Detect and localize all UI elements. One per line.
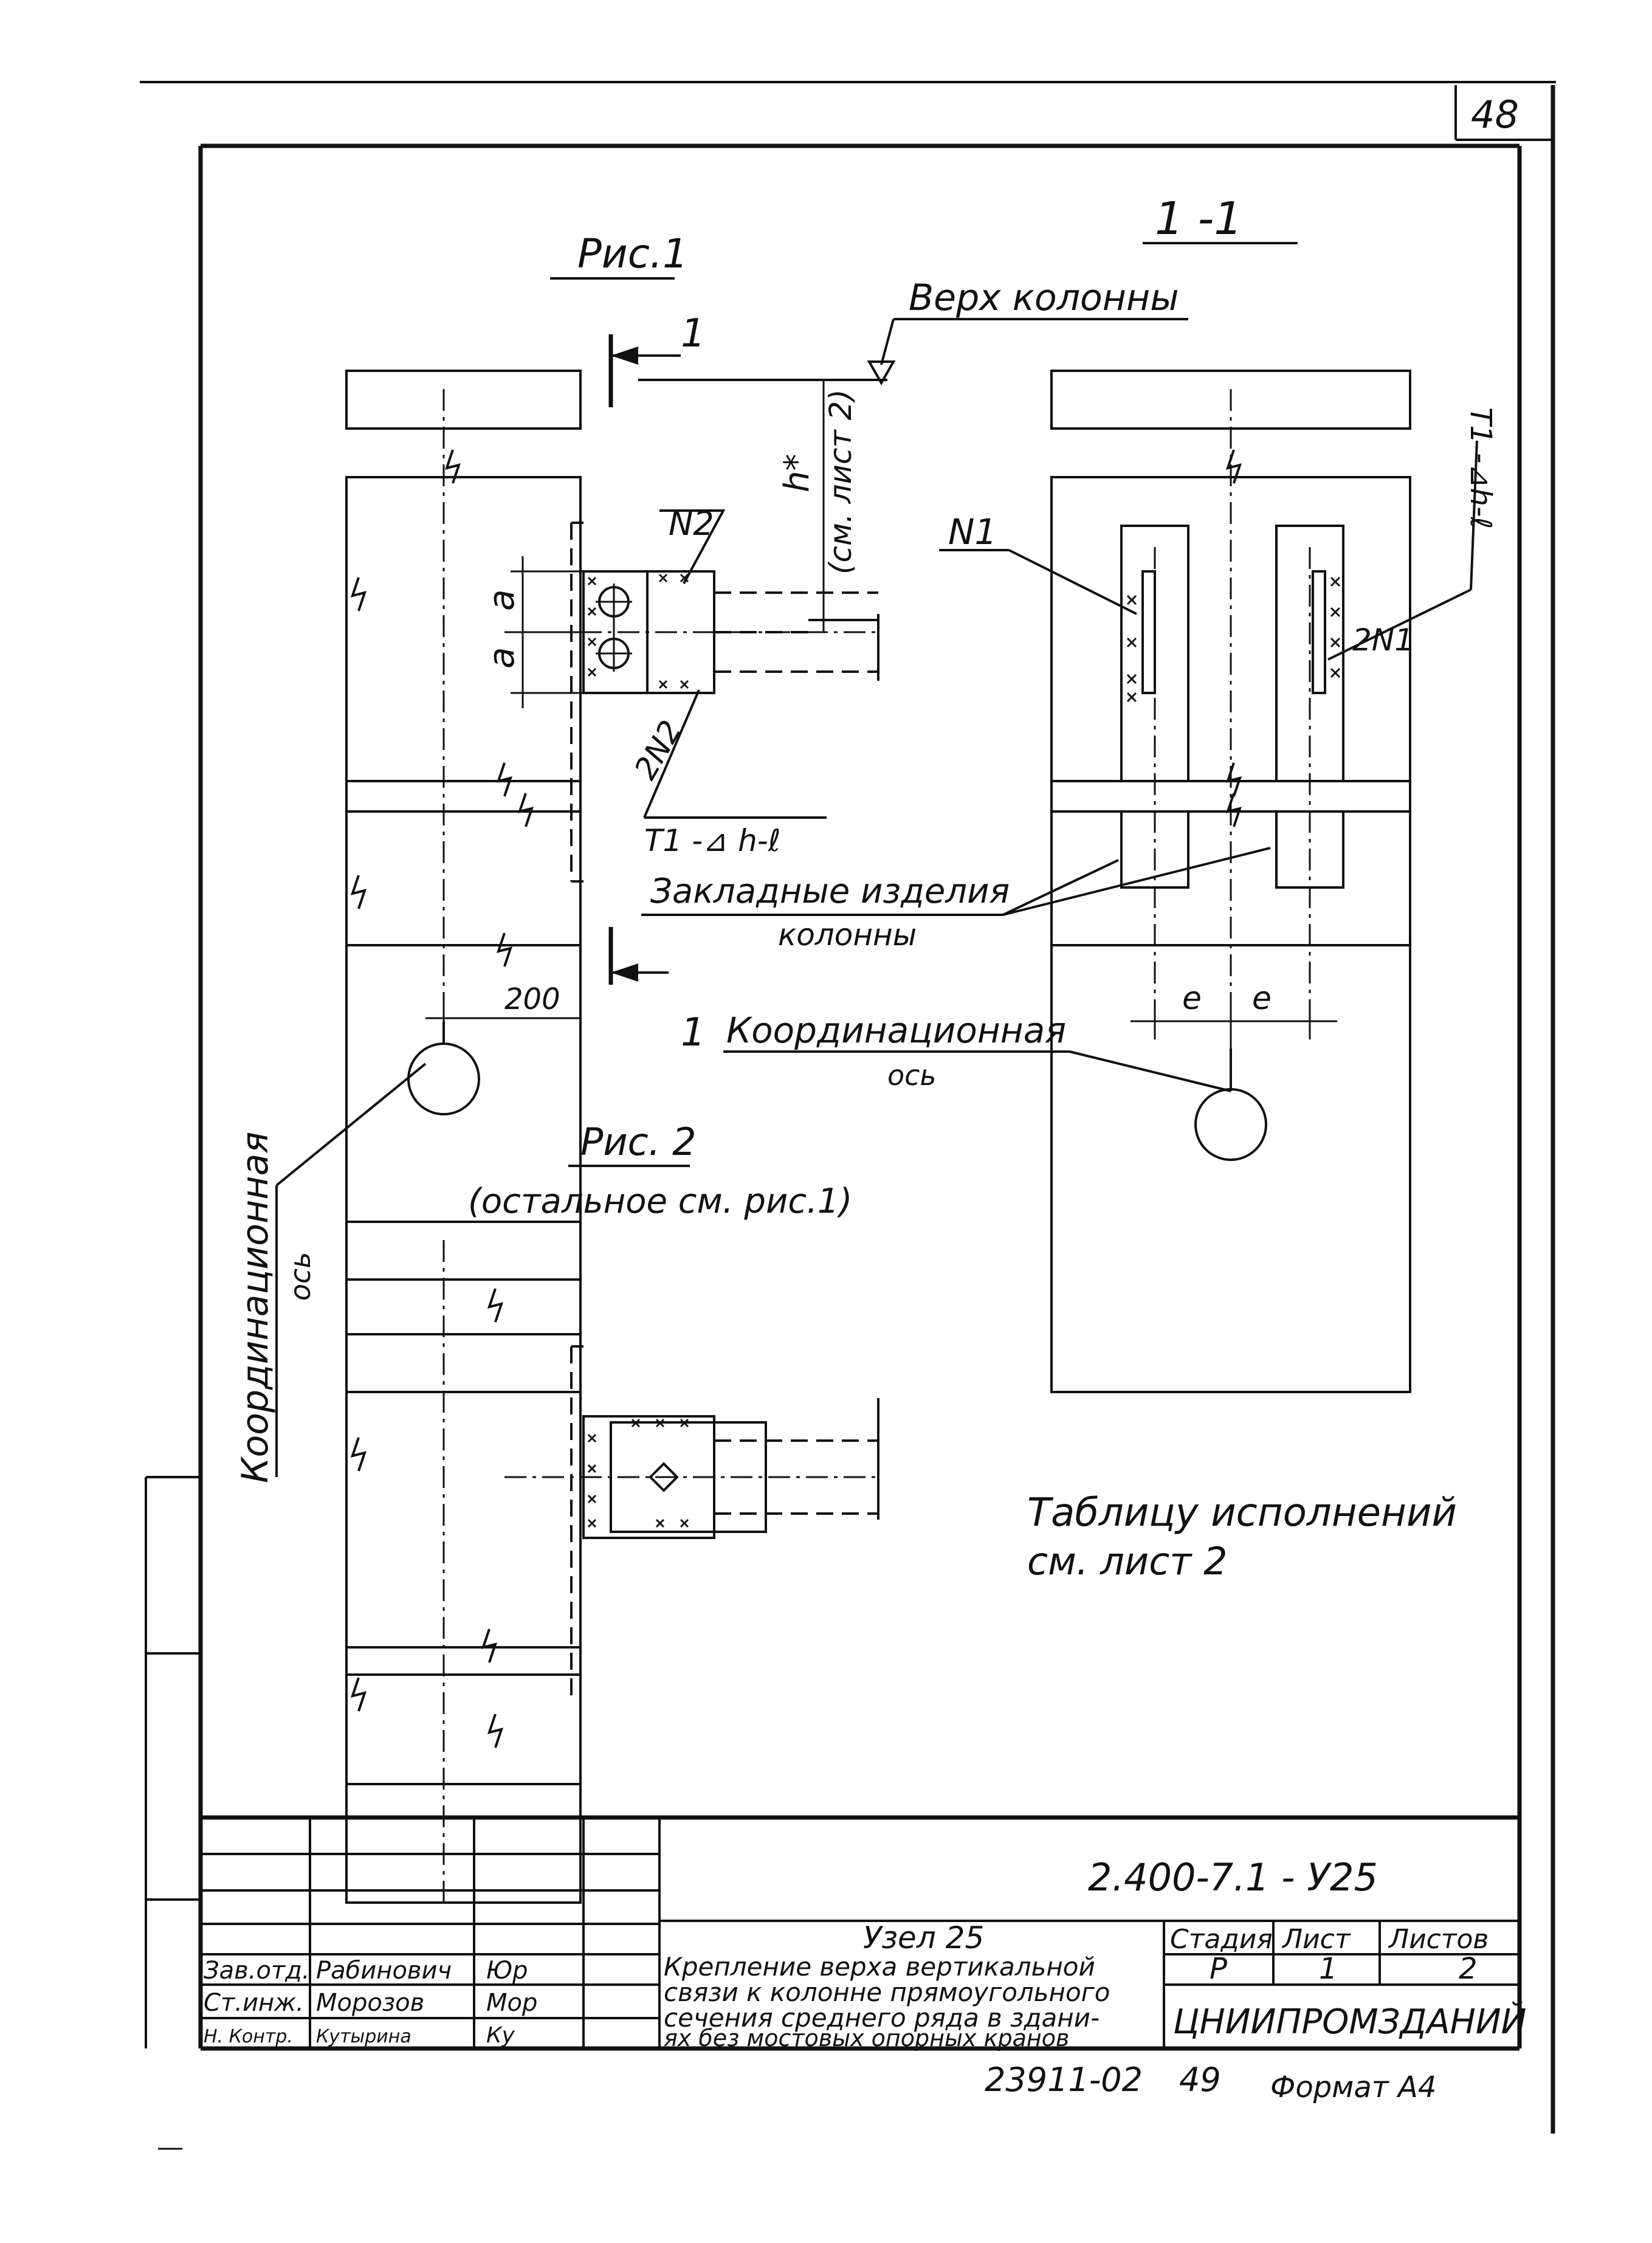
person-1-sign: Юр (486, 1957, 528, 1985)
note: Таблицу исполнений см. лист 2 (1027, 1490, 1457, 1583)
figure1-title: Рис.1 (577, 230, 688, 277)
axis-vertical-label: Координационная (234, 1132, 277, 1483)
figure2-subtitle: (остальное см. рис.1) (468, 1182, 852, 1221)
h-label: h* (777, 454, 817, 493)
section-1-1: 1 -1 N1 (939, 193, 1498, 1393)
person-2-role: Ст.инж. (204, 1989, 304, 2017)
org-name: ЦНИИПРОМЗДАНИЙ (1173, 2002, 1527, 2042)
column-top-label: Верх колонны (909, 277, 1179, 319)
dim-e-right: e (1252, 980, 1272, 1017)
sheet-header: Лист (1281, 1924, 1351, 1955)
dim-e-left: e (1182, 980, 1202, 1017)
stage-header: Стадия (1170, 1924, 1273, 1955)
person-1-role: Зав.отд. (204, 1957, 310, 1985)
format-label: Формат А4 (1270, 2070, 1436, 2104)
note-line2: см. лист 2 (1027, 1539, 1228, 1583)
sheets-value: 2 (1459, 1952, 1478, 1986)
page-number: 48 (1471, 92, 1519, 137)
mark-2n1: 2N1 (1352, 622, 1414, 658)
stage-value: Р (1210, 1952, 1227, 1986)
title-block: 2.400-7.1 - У25 Узел 25 Крепление верха … (201, 1815, 1527, 2052)
sheet-frame (140, 81, 1556, 2150)
weld-label-fig1: Т1 -⊿ h-ℓ (644, 823, 780, 858)
person-2-name: Морозов (316, 1989, 424, 2017)
embedded-label: Закладные изделия (650, 872, 1010, 911)
desc-line-3: сечения среднего ряда в здани- (664, 2003, 1100, 2033)
desc-line-1: Крепление верха вертикальной (664, 1952, 1095, 1982)
bottom-page: 49 (1179, 2061, 1221, 2099)
axis-label2: ось (887, 1059, 937, 1092)
axis-labels: Координационная ось Координационная ось (234, 1010, 1231, 1483)
figure2-title: Рис. 2 (580, 1120, 697, 1164)
person-1-name: Рабинович (316, 1957, 452, 1985)
sheet-value: 1 (1319, 1952, 1338, 1986)
mark-2n2: 2N2 (627, 714, 689, 785)
section-title: 1 -1 (1155, 193, 1242, 245)
person-3-sign: Ку (486, 2023, 515, 2048)
dim-200: 200 (504, 982, 560, 1016)
dim-a-bottom: a (481, 647, 522, 669)
section-mark-bottom: 1 (681, 1010, 706, 1055)
doc-code: 2.400-7.1 - У25 (1088, 1855, 1378, 1900)
sheets-header: Листов (1388, 1924, 1489, 1955)
axis-vertical-label2: ось (284, 1252, 317, 1301)
person-2-sign: Мор (486, 1989, 537, 2017)
embedded-label2: колонны (778, 917, 917, 953)
node-title: Узел 25 (863, 1920, 984, 1955)
section-mark-top: 1 (681, 311, 706, 356)
bottom-code: 23911-02 (985, 2061, 1143, 2099)
desc-line-2: связи к колонне прямоугольного (664, 1977, 1110, 2007)
note-line1: Таблицу исполнений (1027, 1490, 1457, 1535)
weld-label-section: Т1 -⊿h-ℓ (1464, 407, 1498, 529)
see-sheet-label: (см. лист 2) (823, 389, 858, 574)
person-3-role: Н. Контр. (204, 2026, 293, 2047)
person-3-name: Кутырина (316, 2026, 411, 2047)
desc-line-4: ях без мостовых опорных кранов (664, 2025, 1069, 2052)
figure2: Рис. 2 (остальное см. рис.1) (345, 1120, 881, 1904)
dim-a-top: a (481, 589, 522, 611)
axis-label: Координационная (726, 1010, 1066, 1051)
mark-n1: N1 (948, 511, 997, 553)
